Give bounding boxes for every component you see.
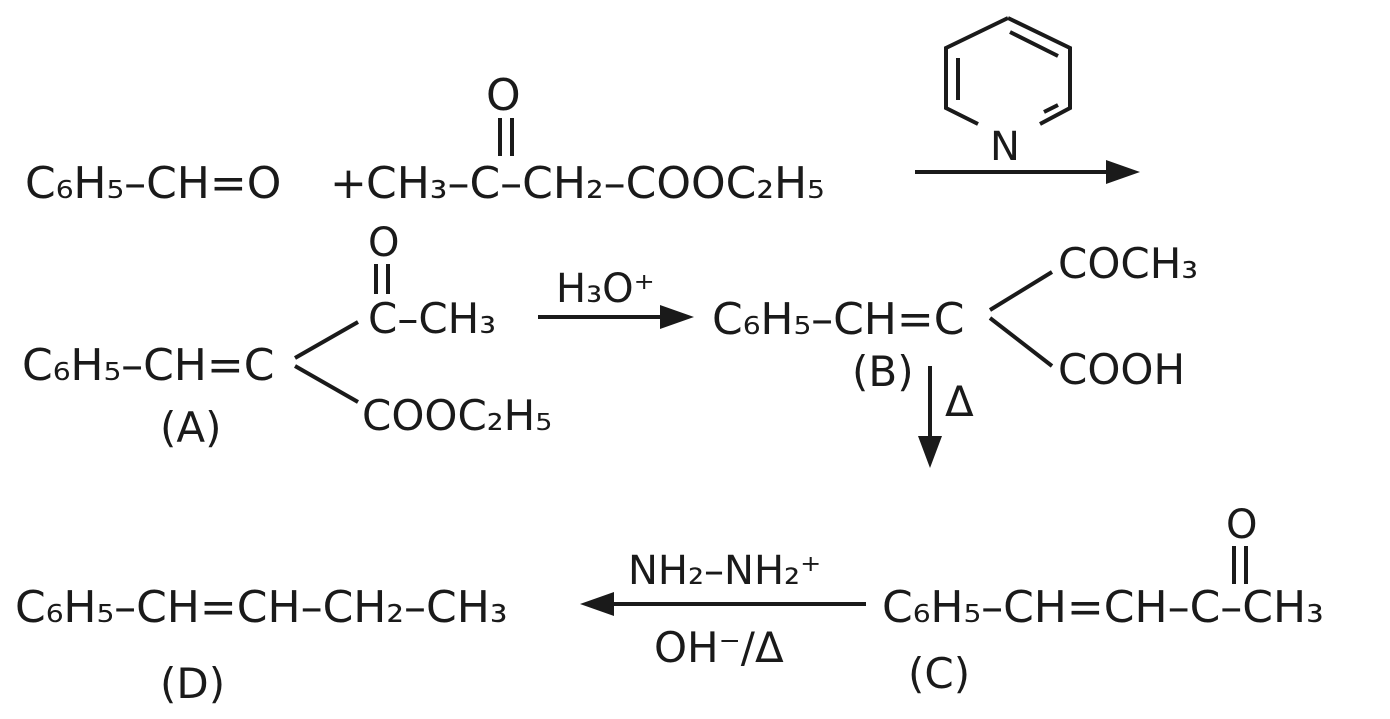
arrow-3-down xyxy=(918,366,942,468)
compound-d-label: (D) xyxy=(160,659,225,708)
compound-c-main: C₆H₅–CH=CH–C–CH₃ xyxy=(882,582,1324,633)
compound-a-carbonyl-bond xyxy=(374,264,390,294)
compound-c-oxygen: O xyxy=(1226,502,1257,548)
reagent-heat: Δ xyxy=(945,377,974,426)
compound-a-label: (A) xyxy=(160,403,222,452)
reactant-acetoacetate-oxygen: O xyxy=(486,70,521,121)
reagent-hydrazine: NH₂–NH₂⁺ xyxy=(628,548,821,594)
reagent-base-heat: OH⁻/Δ xyxy=(654,623,784,672)
arrow-1 xyxy=(915,160,1140,184)
compound-d-main: C₆H₅–CH=CH–CH₂–CH₃ xyxy=(15,582,507,633)
compound-a-acetyl: C–CH₃ xyxy=(368,294,496,343)
plus-sign: + xyxy=(330,158,367,209)
compound-a-main: C₆H₅–CH=C xyxy=(22,340,274,391)
pyridine-ring xyxy=(944,16,1072,126)
compound-c-carbonyl-bond xyxy=(1232,546,1248,584)
reactant-ethyl-acetoacetate: CH₃–C–CH₂–COOC₂H₅ xyxy=(366,158,825,209)
arrow-4-left xyxy=(580,592,866,616)
compound-a-branch-bonds xyxy=(294,320,359,404)
reagent-h3o: H₃O⁺ xyxy=(556,266,655,312)
arrow-2 xyxy=(538,305,694,329)
compound-b-branch-bonds xyxy=(988,270,1054,368)
compound-b-main: C₆H₅–CH=C xyxy=(712,294,964,345)
compound-b-label: (B) xyxy=(852,347,914,396)
compound-a-oxygen: O xyxy=(368,220,399,266)
carbonyl-double-bond xyxy=(498,118,514,156)
reactant-benzaldehyde: C₆H₅–CH=O xyxy=(25,158,281,209)
compound-a-ester: COOC₂H₅ xyxy=(362,391,552,440)
pyridine-nitrogen: N xyxy=(990,124,1020,170)
compound-c-label: (C) xyxy=(908,649,970,698)
compound-b-acid: COOH xyxy=(1058,345,1185,394)
compound-b-acetyl: COCH₃ xyxy=(1058,239,1198,288)
